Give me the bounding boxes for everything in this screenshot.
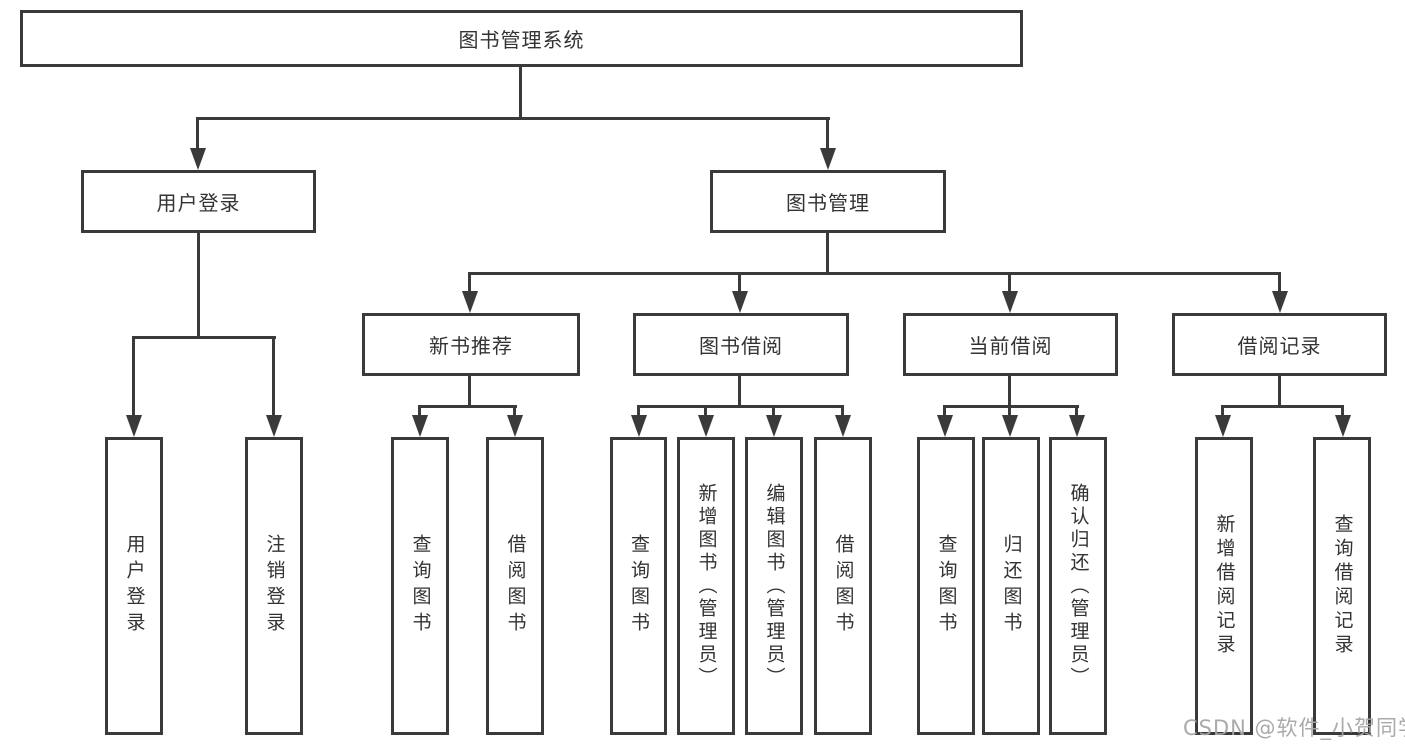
arrow-down-icon	[1069, 415, 1085, 437]
leaf-borrow-books-recommend: 借阅图书	[486, 437, 544, 735]
leaf-return-books-label: 归还图书	[1000, 534, 1023, 638]
leaf-query-borrow-record: 查询借阅记录	[1313, 437, 1371, 735]
csdn-watermark: CSDN @软件_小贺同学	[1183, 712, 1405, 742]
leaf-borrow-books: 借阅图书	[814, 437, 872, 735]
connector-to-leaf-user-login	[132, 336, 135, 416]
leaf-edit-book-admin-label: 编辑图书（管理员）	[763, 482, 786, 690]
arrow-down-icon	[631, 415, 647, 437]
connector-book-borrow-rail	[638, 405, 844, 408]
connector-leaf-stub	[1008, 405, 1011, 417]
connector-book-management-rail	[469, 272, 1281, 275]
leaf-add-book-admin-label: 新增图书（管理员）	[695, 482, 718, 690]
arrow-down-icon	[507, 415, 523, 437]
connector-leaf-stub	[1075, 405, 1078, 417]
arrow-down-icon	[766, 415, 782, 437]
arrow-down-icon	[698, 415, 714, 437]
leaf-query-books-borrow-label: 查询图书	[628, 534, 650, 638]
node-current-borrow-label: 当前借阅	[968, 334, 1053, 358]
leaf-add-book-admin: 新增图书（管理员）	[677, 437, 735, 735]
arrow-down-icon	[732, 291, 748, 313]
node-current-borrow: 当前借阅	[903, 313, 1118, 376]
arrow-down-icon	[937, 415, 953, 437]
connector-user-login-rail	[133, 336, 276, 339]
node-book-management-label: 图书管理	[786, 191, 870, 215]
connector-borrow-records-rail	[1222, 405, 1344, 408]
node-book-borrow-label: 图书借阅	[699, 334, 783, 358]
connector-root-stem	[519, 67, 522, 119]
node-user-login-label: 用户登录	[156, 191, 241, 215]
arrow-down-icon	[412, 415, 428, 437]
connector-book-borrow-stem	[738, 376, 741, 408]
leaf-confirm-return-admin-label: 确认归还（管理员）	[1067, 482, 1090, 690]
arrow-down-icon	[266, 415, 282, 437]
node-new-book-recommend: 新书推荐	[362, 313, 580, 376]
connector-new-book-stem	[468, 376, 471, 408]
leaf-logout: 注销登录	[245, 437, 303, 735]
csdn-watermark-text: CSDN @软件_小贺同学	[1183, 716, 1405, 740]
connector-leaf-stub	[1221, 405, 1224, 417]
connector-book-management-stem	[826, 233, 829, 275]
leaf-return-books: 归还图书	[982, 437, 1040, 735]
node-borrow-records-label: 借阅记录	[1237, 334, 1322, 358]
arrow-down-icon	[1335, 415, 1351, 437]
connector-to-borrow-records	[1278, 272, 1281, 292]
connector-leaf-stub	[943, 405, 946, 417]
arrow-down-icon	[190, 148, 206, 170]
leaf-query-books-current: 查询图书	[917, 437, 975, 735]
node-root-label: 图书管理系统	[458, 28, 585, 52]
leaf-logout-label: 注销登录	[263, 534, 286, 638]
connector-leaf-stub	[513, 405, 516, 417]
connector-to-current-borrow	[1008, 272, 1011, 292]
leaf-query-books-recommend: 查询图书	[391, 437, 449, 735]
connector-to-book-borrow	[738, 272, 741, 292]
leaf-borrow-books-label: 借阅图书	[832, 534, 855, 638]
node-new-book-recommend-label: 新书推荐	[429, 334, 513, 358]
connector-leaf-stub	[418, 405, 421, 417]
leaf-add-borrow-record-label: 新增借阅记录	[1213, 514, 1236, 658]
leaf-borrow-books-recommend-label: 借阅图书	[504, 534, 527, 638]
leaf-confirm-return-admin: 确认归还（管理员）	[1049, 437, 1107, 735]
connector-to-user-login	[196, 117, 199, 149]
arrow-down-icon	[835, 415, 851, 437]
node-book-borrow: 图书借阅	[633, 313, 849, 376]
connector-to-new-book	[468, 272, 471, 292]
connector-borrow-records-stem	[1278, 376, 1281, 408]
connector-leaf-stub	[704, 405, 707, 417]
node-book-management: 图书管理	[710, 170, 946, 233]
connector-user-login-stem	[197, 233, 200, 339]
connector-to-leaf-logout	[272, 336, 275, 416]
arrow-down-icon	[820, 148, 836, 170]
connector-leaf-stub	[772, 405, 775, 417]
arrow-down-icon	[462, 291, 478, 313]
leaf-query-books-recommend-label: 查询图书	[409, 534, 432, 638]
leaf-edit-book-admin: 编辑图书（管理员）	[745, 437, 803, 735]
connector-leaf-stub	[637, 405, 640, 417]
leaf-query-books-current-label: 查询图书	[935, 534, 958, 638]
connector-current-borrow-rail	[944, 405, 1079, 408]
node-user-login: 用户登录	[81, 170, 316, 233]
connector-root-rail	[197, 117, 830, 120]
arrow-down-icon	[126, 415, 142, 437]
connector-new-book-rail	[419, 405, 517, 408]
connector-to-book-management	[826, 117, 829, 149]
connector-leaf-stub	[1341, 405, 1344, 417]
leaf-user-login-label: 用户登录	[123, 534, 146, 638]
arrow-down-icon	[1215, 415, 1231, 437]
connector-current-borrow-stem	[1008, 376, 1011, 408]
arrow-down-icon	[1272, 291, 1288, 313]
arrow-down-icon	[1002, 291, 1018, 313]
leaf-query-borrow-record-label: 查询借阅记录	[1331, 514, 1354, 658]
leaf-add-borrow-record: 新增借阅记录	[1195, 437, 1253, 735]
node-root: 图书管理系统	[20, 10, 1023, 67]
node-borrow-records: 借阅记录	[1172, 313, 1387, 376]
arrow-down-icon	[1002, 415, 1018, 437]
leaf-user-login: 用户登录	[105, 437, 163, 735]
leaf-query-books-borrow: 查询图书	[610, 437, 667, 735]
connector-leaf-stub	[841, 405, 844, 417]
